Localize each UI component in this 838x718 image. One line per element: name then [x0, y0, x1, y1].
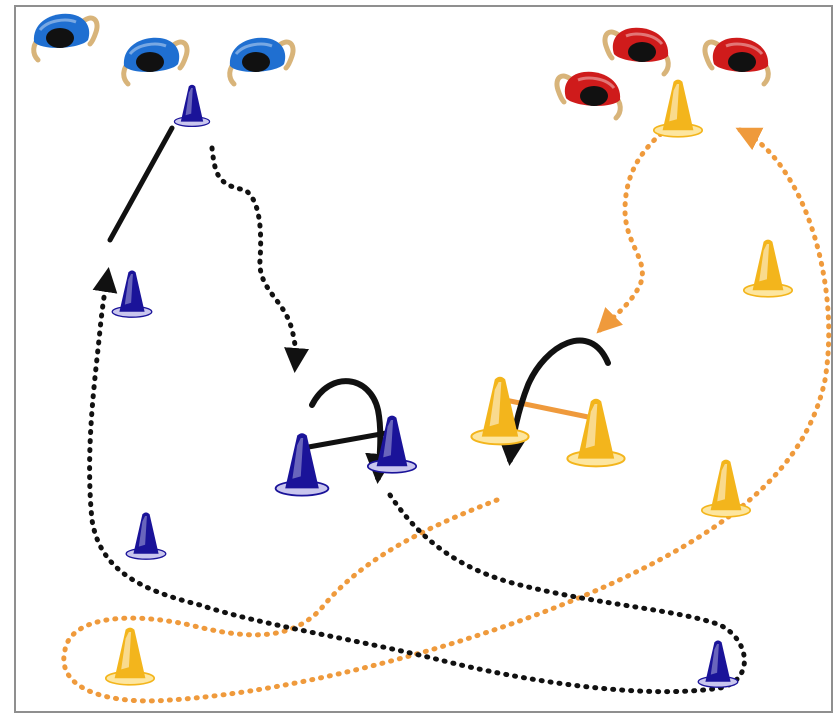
diagram-frame: [15, 6, 832, 712]
